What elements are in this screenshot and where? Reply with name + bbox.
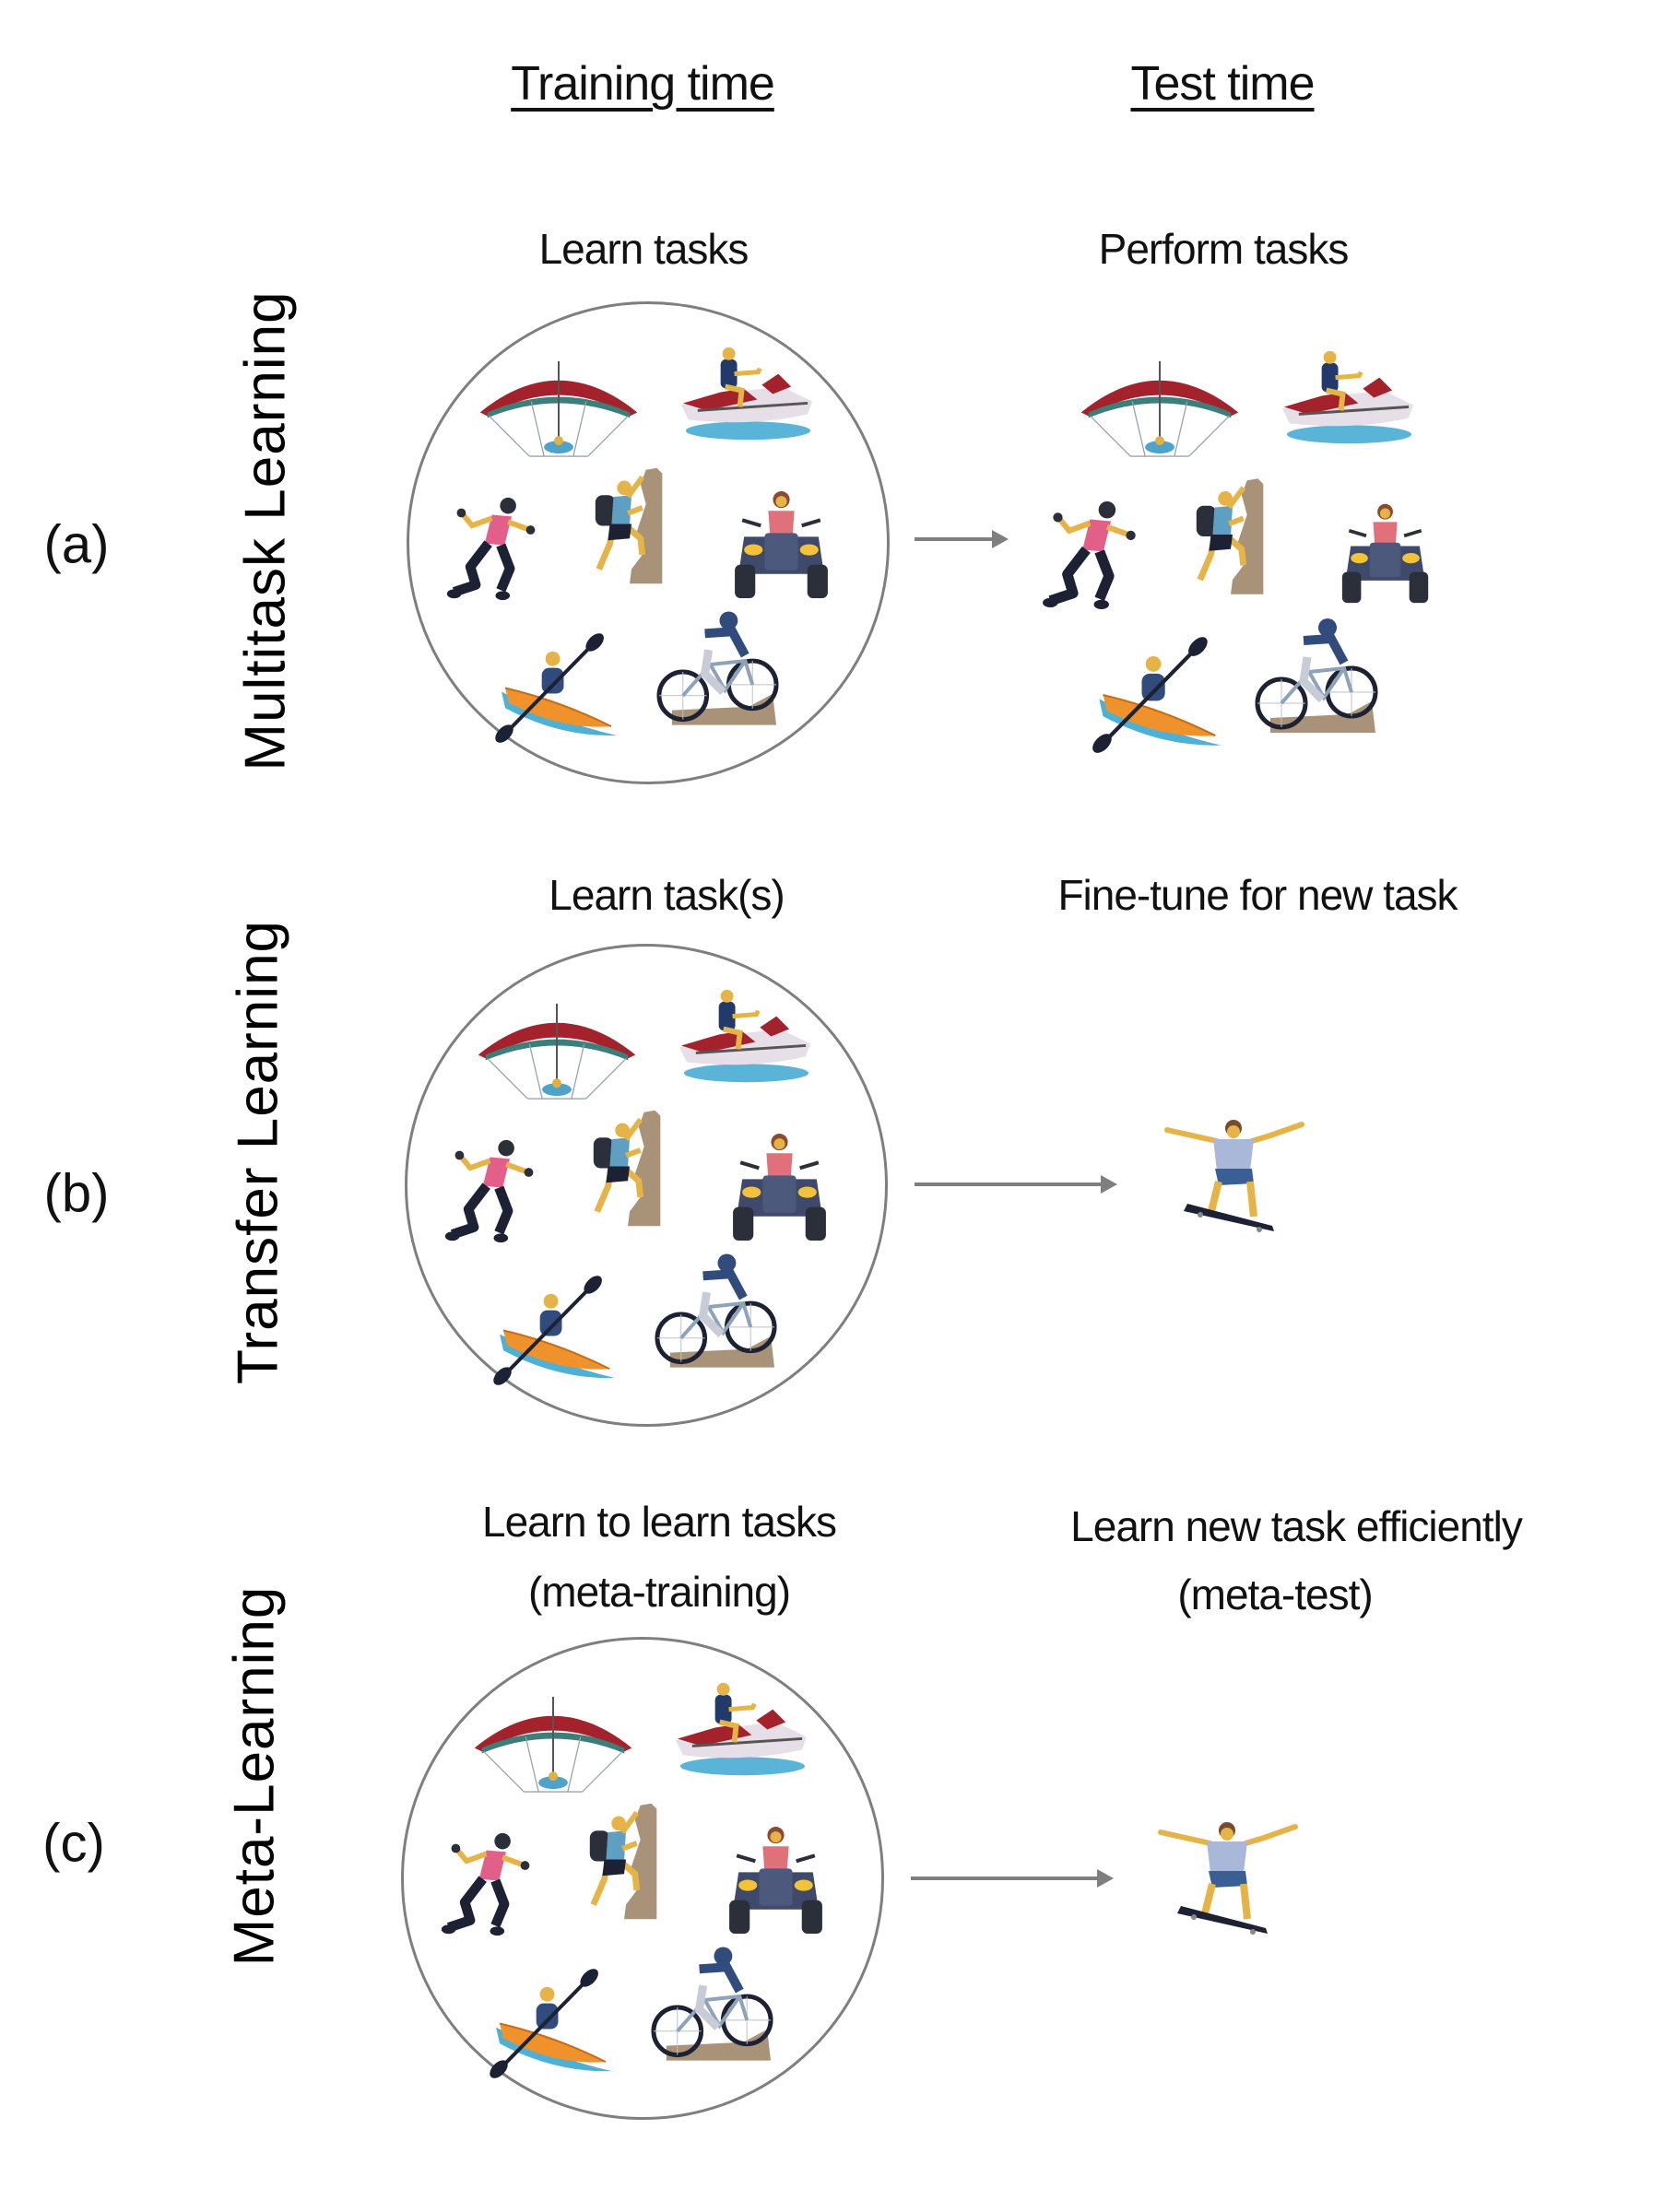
row-c-training-caption-line2: (meta-training) [527, 1568, 791, 1616]
row-b-training-task-set [405, 944, 888, 1427]
row-a-test-jet-skiing-icon [1271, 349, 1418, 447]
row-b-training-running-icon [443, 1137, 543, 1245]
row-c-training-caption-line1: Learn to learn tasks [481, 1498, 837, 1546]
row-b-training-cycling-icon [652, 1250, 780, 1375]
row-a-test-running-icon [1041, 496, 1145, 615]
row-a-training-caption: Learn tasks [538, 225, 749, 273]
test-time-header: Test time [1130, 57, 1315, 111]
row-a-training-atv-riding-icon [733, 488, 831, 600]
training-time-header: Training time [511, 57, 775, 111]
row-a-arrow [915, 530, 1009, 548]
row-b-label: (b) [43, 1163, 110, 1224]
row-a-training-hang-gliding-icon [475, 356, 643, 461]
row-a-training-rock-climbing-icon [586, 467, 677, 586]
row-a-test-cycling-icon [1250, 615, 1383, 740]
row-b-training-caption: Learn task(s) [549, 871, 785, 919]
row-c-training-running-icon [439, 1830, 539, 1938]
row-c-training-kayaking-icon [490, 1969, 619, 2078]
row-c-training-jet-skiing-icon [665, 1681, 811, 1779]
row-a-training-jet-skiing-icon [670, 346, 817, 443]
row-c-label: (c) [42, 1813, 105, 1874]
row-a-test-atv-riding-icon [1340, 496, 1431, 610]
row-c-training-atv-riding-icon [727, 1824, 825, 1936]
row-a-test-caption: Perform tasks [1098, 225, 1350, 273]
row-a-test-rock-climbing-icon [1187, 475, 1278, 600]
row-b-arrow [915, 1175, 1117, 1194]
row-c-method-title: Meta-Learning [222, 1585, 287, 1967]
row-a-training-running-icon [444, 495, 545, 603]
row-b-training-jet-skiing-icon [668, 988, 815, 1086]
row-b-training-kayaking-icon [493, 1276, 622, 1385]
row-b-skateboarding-icon [1163, 1117, 1307, 1232]
row-a-test-kayaking-icon [1092, 635, 1229, 754]
row-a-method-title: Multitask Learning [233, 290, 298, 771]
row-a-training-kayaking-icon [495, 633, 624, 743]
row-c-training-hang-gliding-icon [469, 1691, 637, 1796]
row-a-label: (a) [43, 514, 110, 575]
row-a-test-hang-gliding-icon [1076, 356, 1244, 461]
row-c-training-task-set [401, 1637, 884, 2120]
row-b-training-rock-climbing-icon [584, 1110, 675, 1229]
row-a-training-cycling-icon [654, 607, 782, 733]
row-b-training-atv-riding-icon [731, 1131, 829, 1242]
row-b-test-caption: Fine-tune for new task [1057, 871, 1458, 919]
row-b-method-title: Transfer Learning [226, 919, 290, 1385]
row-c-skateboarding-icon [1157, 1819, 1301, 1935]
row-c-training-cycling-icon [648, 1943, 776, 2068]
row-c-arrow [911, 1869, 1114, 1888]
row-c-test-caption-line1: Learn new task efficiently [1070, 1502, 1523, 1550]
row-a-training-task-set [407, 301, 890, 784]
row-c-training-rock-climbing-icon [581, 1803, 671, 1922]
row-c-test-caption-line2: (meta-test) [1177, 1571, 1373, 1618]
row-b-training-hang-gliding-icon [473, 998, 641, 1103]
